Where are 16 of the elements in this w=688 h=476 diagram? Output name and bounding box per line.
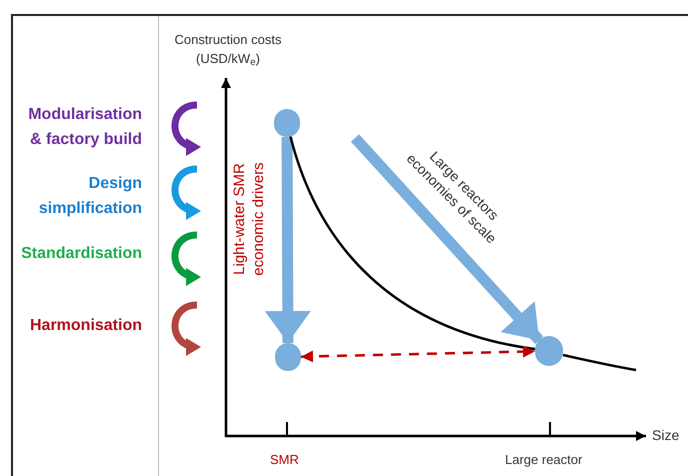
driver-label: Harmonisation <box>28 316 142 336</box>
block-arrow <box>350 134 544 344</box>
cost-curve <box>289 136 536 350</box>
data-point <box>275 343 301 371</box>
driver-label: Modularisation & factory build <box>27 105 142 150</box>
axis-label: Size <box>652 426 680 445</box>
axis-title: Construction costs (USD/kW$_{e}$) <box>174 31 282 68</box>
data-point <box>274 109 300 137</box>
dashed-arrow <box>300 346 536 362</box>
axis-label: Large reactor <box>505 451 582 469</box>
edge-label: Light-water SMR economic drivers <box>230 161 268 278</box>
data-point <box>535 336 563 366</box>
driver-label: Design simplification <box>38 174 142 219</box>
driver-label: Standardisation <box>20 244 142 264</box>
block-arrow <box>264 136 311 344</box>
axis-label: SMR <box>270 451 299 469</box>
